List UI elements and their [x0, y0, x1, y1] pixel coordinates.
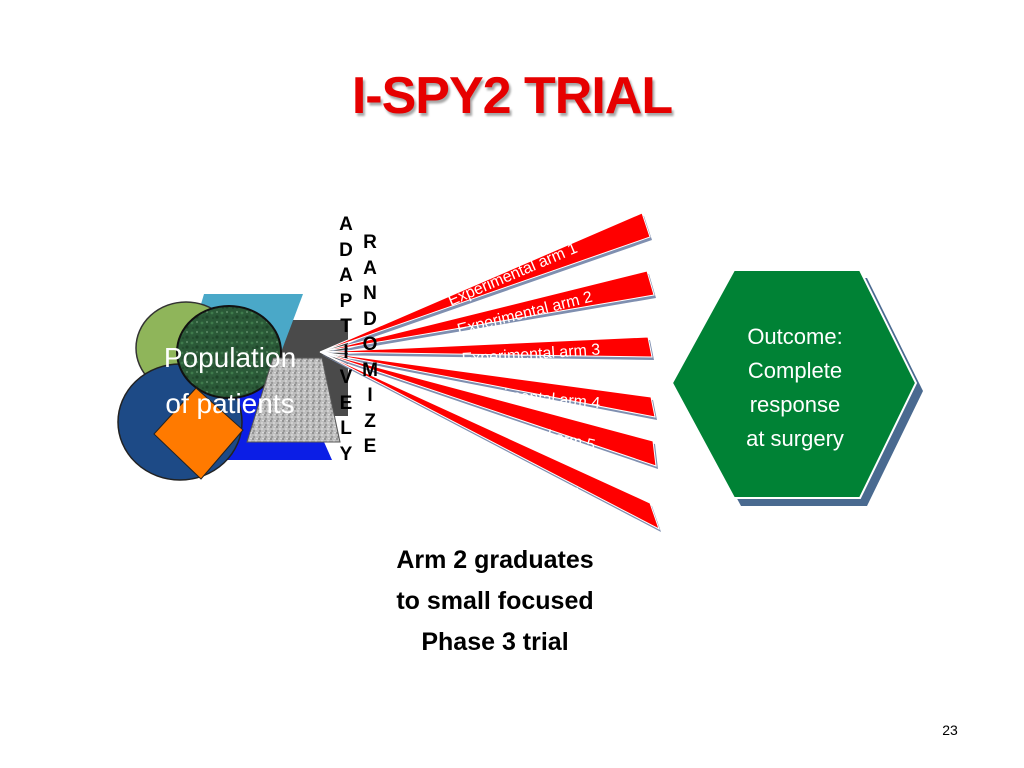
note-line: Arm 2 graduates	[396, 546, 594, 574]
letter: Y	[339, 443, 353, 465]
letter: P	[339, 290, 353, 312]
letter: Z	[364, 410, 376, 432]
population-shapes	[117, 294, 348, 481]
outcome-hexagon	[670, 269, 923, 506]
arm-wedge	[319, 336, 653, 358]
letter: A	[363, 257, 377, 279]
letter: N	[363, 283, 377, 304]
population-label-line2: of patients	[165, 388, 294, 419]
letter: I	[367, 385, 373, 406]
orange-diamond-shape	[153, 387, 244, 480]
outcome-line: at surgery	[746, 426, 844, 451]
letter: M	[362, 359, 378, 381]
letter: E	[339, 392, 353, 414]
arm-4: Experimental arm 4	[319, 351, 657, 420]
letter: T	[340, 316, 352, 337]
page-number: 23	[942, 722, 958, 738]
note-line: Phase 3 trial	[421, 628, 569, 656]
arm-wedge	[319, 351, 657, 467]
letter: I	[343, 341, 349, 363]
arm-wedge	[319, 351, 660, 531]
arm-shadow	[322, 355, 661, 532]
graduation-note: Arm 2 graduates to small focused Phase 3…	[350, 540, 640, 663]
outcome-line: response	[749, 392, 841, 417]
letter: D	[363, 308, 377, 330]
population-label-line1: Population	[164, 342, 296, 373]
letter: A	[339, 214, 353, 235]
arm-wedge	[319, 212, 651, 353]
letter: E	[363, 436, 377, 457]
dark-green-marble-shape	[176, 305, 282, 399]
arm-wedge	[319, 270, 655, 353]
adaptively-vertical-text: A D A P T I V E L Y	[336, 212, 356, 467]
arm-shadow	[322, 355, 657, 420]
letter: D	[339, 239, 353, 261]
randomize-vertical-text: R A N D O M I Z E	[360, 230, 380, 460]
slide-title: I-SPY2 TRIAL	[351, 67, 673, 125]
arm-shadow	[322, 355, 658, 469]
letter: V	[339, 367, 353, 388]
outcome-line: Complete	[747, 358, 843, 383]
outcome-line: Outcome:	[747, 324, 843, 349]
letter: L	[340, 418, 352, 439]
arm-wedge	[319, 351, 656, 418]
letter: R	[363, 232, 377, 253]
outcome-text: Outcome: Complete response at surgery	[700, 320, 890, 456]
letter: O	[362, 334, 378, 355]
gray-speckled-trapezoid-shape	[246, 357, 341, 443]
letter: A	[339, 265, 353, 286]
note-line: to small focused	[396, 587, 594, 615]
